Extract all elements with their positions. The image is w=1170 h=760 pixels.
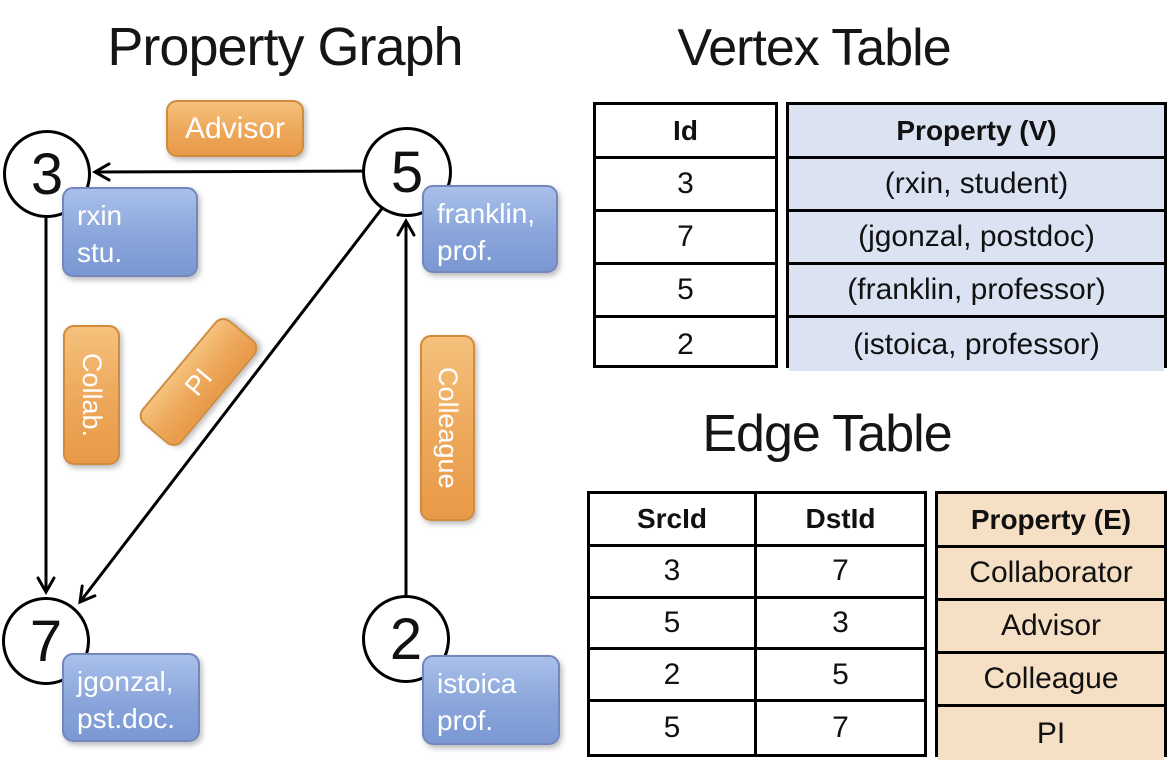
vertex-table-id-cell: 3 bbox=[596, 159, 775, 212]
edge-label-colleague: Colleague bbox=[420, 335, 475, 521]
edge-table-header-row: SrcId DstId bbox=[590, 494, 924, 547]
vertex-table-id-cell: 5 bbox=[596, 265, 775, 318]
edge-table-ids-columns: SrcId DstId 3 7 5 3 2 5 5 7 bbox=[587, 491, 927, 757]
edge-table-srcid-cell: 5 bbox=[590, 598, 757, 648]
edge-table-dstid-cell: 3 bbox=[832, 606, 849, 640]
vertex-table-property-cell: (rxin, student) bbox=[789, 159, 1164, 212]
vertex-property-rxin: rxin stu. bbox=[62, 187, 198, 277]
vertex-property-jgonzal-line1: jgonzal, bbox=[77, 666, 174, 697]
vertex-node-2-id: 2 bbox=[389, 606, 423, 672]
vertex-node-5-id: 5 bbox=[390, 139, 424, 205]
vertex-table-property-column: Property (V) (rxin, student) (jgonzal, p… bbox=[786, 102, 1167, 371]
edge-5-to-7 bbox=[78, 184, 402, 605]
edge-table-row: 2 5 bbox=[590, 650, 924, 703]
vertex-table-property-cell: (istoica, professor) bbox=[789, 318, 1164, 371]
edge-table-srcid-cell: 3 bbox=[590, 546, 757, 596]
edge-table-srcid-cell: 5 bbox=[590, 702, 757, 754]
vertex-node-7-id: 7 bbox=[29, 608, 63, 674]
edge-table-srcid-header: SrcId bbox=[590, 494, 757, 544]
vertex-table-id-header: Id bbox=[596, 105, 775, 159]
graph-edges bbox=[36, 162, 416, 610]
vertex-property-franklin-line2: prof. bbox=[437, 234, 494, 266]
vertex-table-property-cell: (jgonzal, postdoc) bbox=[789, 212, 1164, 265]
edge-table-srcid-cell: 2 bbox=[590, 650, 757, 700]
edge-table-property-cell: Collaborator bbox=[938, 548, 1164, 601]
edge-table-property-column: Property (E) Collaborator Advisor Collea… bbox=[935, 491, 1167, 760]
vertex-property-istoica: istoica prof. bbox=[422, 655, 560, 745]
vertex-table-id-cell: 2 bbox=[677, 327, 694, 361]
edge-table-property-header: Property (E) bbox=[938, 494, 1164, 548]
vertex-property-rxin-line1: rxin bbox=[77, 200, 123, 231]
vertex-property-franklin-line1: franklin, bbox=[437, 198, 536, 229]
edge-table-dstid-header: DstId bbox=[805, 502, 876, 534]
edge-table-property-cell: PI bbox=[938, 707, 1164, 760]
vertex-property-jgonzal-line2: pst.doc. bbox=[77, 702, 176, 734]
edge-table-title: Edge Table bbox=[702, 405, 952, 463]
edge-table-row: 5 3 bbox=[590, 598, 924, 651]
vertex-table-property-header: Property (V) bbox=[789, 105, 1164, 159]
vertex-property-franklin: franklin, prof. bbox=[422, 185, 558, 273]
edge-table-property-cell: Advisor bbox=[938, 601, 1164, 654]
edge-5-to-3 bbox=[91, 162, 396, 182]
vertex-property-istoica-line2: prof. bbox=[437, 704, 494, 736]
vertex-table-id-cell: 7 bbox=[596, 212, 775, 265]
vertex-property-jgonzal: jgonzal, pst.doc. bbox=[62, 653, 200, 742]
vertex-table-title: Vertex Table bbox=[677, 19, 951, 77]
edge-table-dstid-cell: 7 bbox=[832, 554, 849, 588]
edge-table-row: 5 7 bbox=[590, 702, 924, 754]
edge-table-property-cell: Colleague bbox=[938, 654, 1164, 707]
edge-table-dstid-cell: 5 bbox=[832, 657, 849, 691]
vertex-table-id-column: Id 3 7 5 2 bbox=[593, 102, 778, 368]
property-graph-title: Property Graph bbox=[107, 17, 463, 77]
edge-table-dstid-cell: 7 bbox=[832, 711, 849, 745]
vertex-property-rxin-line2: stu. bbox=[77, 236, 123, 268]
edge-label-advisor: Advisor bbox=[166, 100, 304, 157]
edge-table-row: 3 7 bbox=[590, 546, 924, 599]
edge-label-collab: Collab. bbox=[63, 325, 120, 465]
vertex-property-istoica-line1: istoica bbox=[437, 668, 517, 699]
vertex-node-3-id: 3 bbox=[30, 141, 64, 207]
vertex-node-5: 5 bbox=[362, 127, 452, 217]
vertex-node-2: 2 bbox=[362, 595, 450, 683]
vertex-table-property-cell: (franklin, professor) bbox=[789, 265, 1164, 318]
